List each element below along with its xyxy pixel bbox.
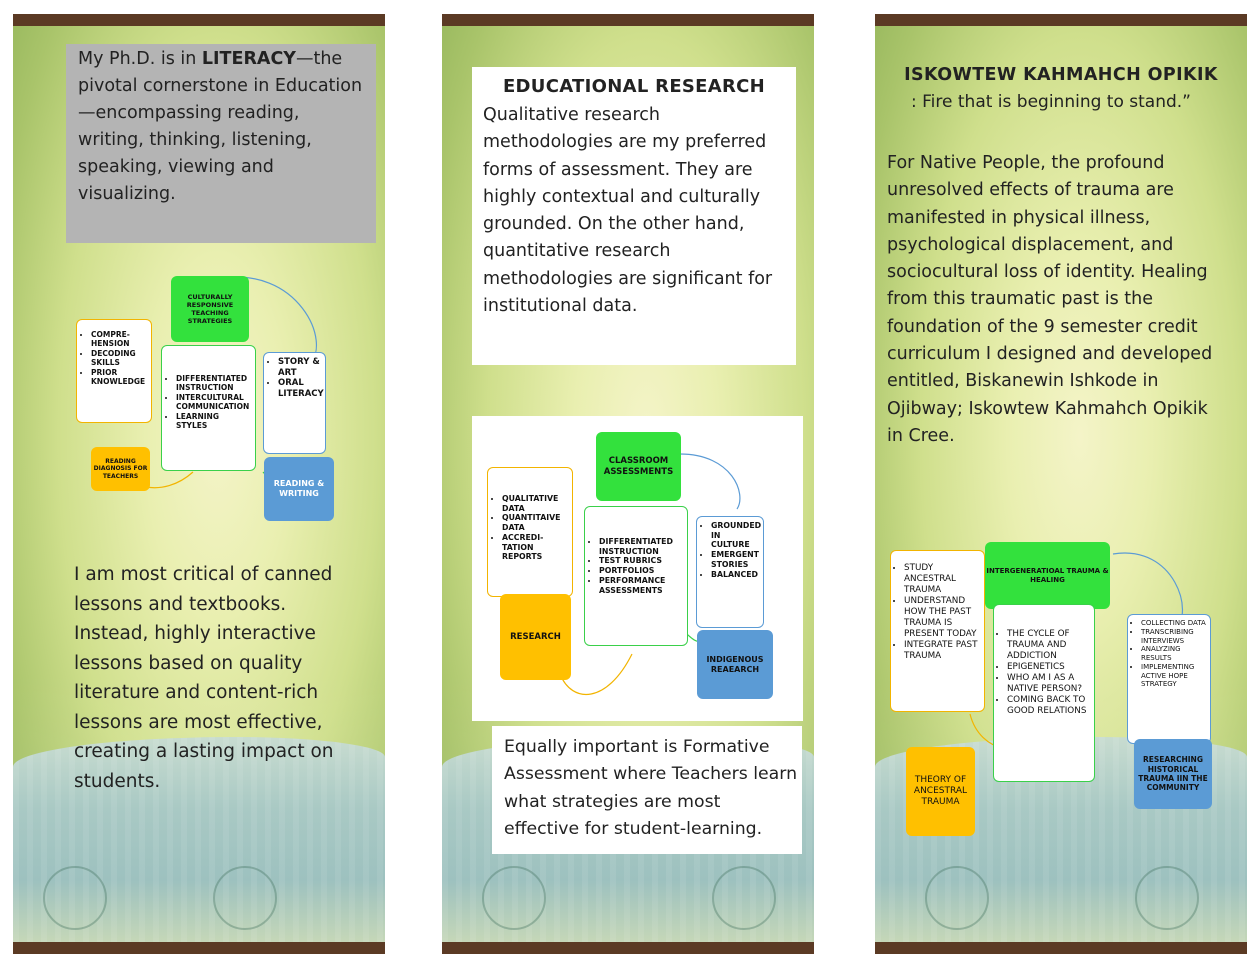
literacy-highlight: LITERACY (201, 49, 296, 69)
diagram-top-box: CULTURALLY RESPONSIVE TEACHING STRATEGIE… (171, 276, 249, 342)
formative-text: Equally important is Formative Assessmen… (504, 737, 798, 839)
diagram-list-item: BALANCED (711, 570, 761, 580)
diagram-list-item: COMING BACK TO GOOD RELATIONS (1007, 695, 1092, 717)
diagram-list-item: TRANSCRIBING INTERVIEWS (1141, 628, 1208, 646)
formative-text-card (492, 726, 802, 854)
diagram-bottom-left-box: THEORY OF ANCESTRAL TRAUMA (906, 747, 975, 836)
diagram-list-item: DIFFERENTIATED INSTRUCTION (599, 537, 684, 556)
diagram-list-item: DECODING SKILLS (91, 349, 147, 368)
diagram-list-item: QUALITATIVE DATA (502, 494, 569, 513)
diagram-bottom-left-box: RESEARCH (500, 594, 571, 680)
diagram-right-box: STORY & ARTORAL LITERACY (263, 352, 326, 454)
diagram-top-box: CLASSROOM ASSESSMENTS (596, 432, 681, 501)
swirl-ornament-icon (1135, 866, 1199, 930)
swirl-ornament-icon (712, 866, 776, 930)
diagram-list-item: QUANTITAIVE DATA (502, 513, 569, 532)
research-body: Qualitative research methodologies are m… (483, 105, 773, 317)
diagram-right-box: COLLECTING DATATRANSCRIBING INTERVIEWSAN… (1127, 614, 1211, 744)
diagram-bottom-left-box: READING DIAGNOSIS FOR TEACHERS (91, 447, 150, 491)
diagram-bottom-right-box: READING & WRITING (264, 457, 334, 521)
diagram-bottom-right-box: INDIGENOUS REAEARCH (697, 630, 773, 699)
diagram-list-item: INTEGRATE PAST TRAUMA (904, 640, 982, 662)
swirl-ornament-icon (482, 866, 546, 930)
diagram-list-item: INTERCULTURAL COMMUNICATION (176, 393, 252, 412)
trauma-subtitle: : Fire that is beginning to stand.” (911, 92, 1191, 112)
diagram-left-box: STUDY ANCESTRAL TRAUMAUNDERSTAND HOW THE… (890, 550, 985, 712)
diagram-left-box: COMPRE-HENSIONDECODING SKILLSPRIOR KNOWL… (76, 319, 152, 423)
literacy-intro-box (66, 44, 376, 243)
swirl-ornament-icon (213, 866, 277, 930)
diagram-list-item: EMERGENT STORIES (711, 550, 761, 569)
diagram-list-item: ACCREDI-TATION REPORTS (502, 533, 569, 562)
diagram-list-item: GROUNDED IN CULTURE (711, 521, 761, 550)
diagram-list-item: LEARNING STYLES (176, 412, 252, 431)
literacy-intro-text: My Ph.D. is in LITERACY—the pivotal corn… (78, 49, 363, 204)
diagram-list-item: THE CYCLE OF TRAUMA AND ADDICTION (1007, 629, 1092, 662)
diagram-list-item: WHO AM I AS A NATIVE PERSON? (1007, 673, 1092, 695)
diagram-bottom-right-box: RESEARCHING HISTORICAL TRAUMA IIN THE CO… (1134, 739, 1212, 809)
diagram-list-item: PERFORMANCE ASSESSMENTS (599, 576, 684, 595)
trauma-title: ISKOWTEW KAHMAHCH OPIKIK (904, 65, 1218, 85)
diagram-list-item: COMPRE-HENSION (91, 330, 147, 349)
diagram-top-box: INTERGENERATIOAL TRAUMA & HEALING (985, 542, 1110, 609)
diagram-list-item: IMPLEMENTING ACTIVE HOPE STRATEGY (1141, 663, 1208, 689)
diagram-left-box: QUALITATIVE DATAQUANTITAIVE DATAACCREDI-… (487, 467, 573, 597)
panel-research: EDUCATIONAL RESEARCH Qualitative researc… (442, 14, 814, 954)
diagram-list-item: DIFFERENTIATED INSTRUCTION (176, 374, 252, 393)
diagram-list-item: COLLECTING DATA (1141, 619, 1208, 628)
diagram-right-box: GROUNDED IN CULTUREEMERGENT STORIESBALAN… (696, 516, 764, 628)
swirl-ornament-icon (43, 866, 107, 930)
swirl-ornament-icon (925, 866, 989, 930)
diagram-center-box: DIFFERENTIATED INSTRUCTIONINTERCULTURAL … (161, 345, 256, 471)
trauma-body: For Native People, the profound unresolv… (887, 153, 1213, 446)
diagram-list-item: STORY & ART (278, 357, 323, 378)
diagram-list-item: EPIGENETICS (1007, 662, 1092, 673)
diagram-list-item: ANALYZING RESULTS (1141, 645, 1208, 663)
panel-trauma-healing: ISKOWTEW KAHMAHCH OPIKIK : Fire that is … (875, 14, 1247, 954)
diagram-center-box: THE CYCLE OF TRAUMA AND ADDICTIONEPIGENE… (993, 604, 1095, 782)
diagram-list-item: PORTFOLIOS (599, 566, 684, 576)
diagram-list-item: PRIOR KNOWLEDGE (91, 368, 147, 387)
research-title: EDUCATIONAL RESEARCH (502, 76, 766, 97)
diagram-center-box: DIFFERENTIATED INSTRUCTIONTEST RUBRICSPO… (584, 506, 688, 646)
panel-literacy: My Ph.D. is in LITERACY—the pivotal corn… (13, 14, 385, 954)
diagram-list-item: STUDY ANCESTRAL TRAUMA (904, 563, 982, 596)
diagram-list-item: TEST RUBRICS (599, 556, 684, 566)
diagram-list-item: UNDERSTAND HOW THE PAST TRAUMA IS PRESEN… (904, 596, 982, 640)
research-text-card (472, 67, 796, 365)
diagram-list-item: ORAL LITERACY (278, 378, 324, 399)
literacy-closing-text: I am most critical of canned lessons and… (74, 564, 334, 792)
